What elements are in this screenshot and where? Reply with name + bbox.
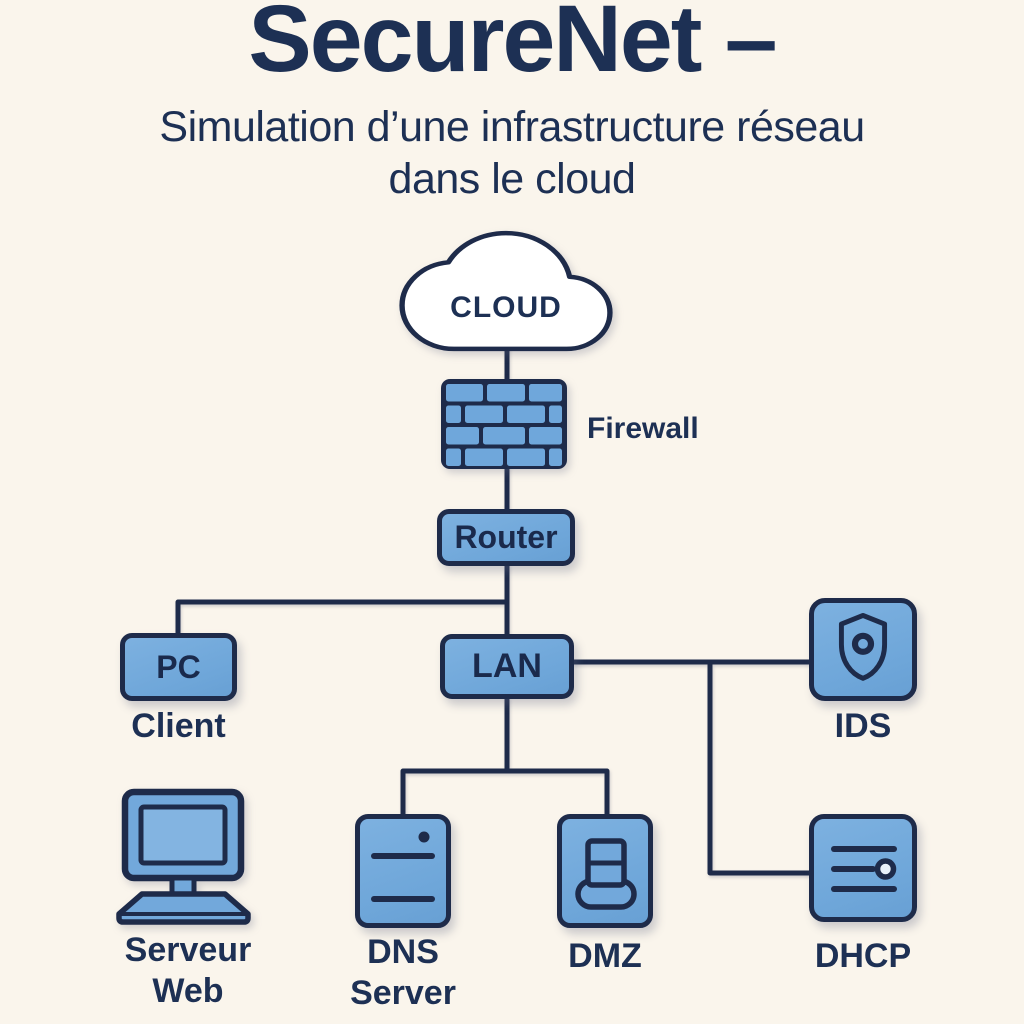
lan-label: LAN [472, 647, 542, 685]
page-subtitle: Simulation d’une infrastructure réseau d… [0, 101, 1024, 205]
web-server-caption-line-1: Serveur [124, 931, 252, 969]
ids-caption: IDS [834, 707, 892, 745]
web-server-monitor-icon [116, 788, 251, 925]
dns-caption-line-2: Server [350, 974, 456, 1012]
dmz-caption: DMZ [568, 937, 642, 975]
firewall-icon [441, 379, 567, 469]
web-server-caption-line-2: Web [152, 972, 224, 1010]
firewall-label: Firewall [587, 412, 699, 445]
dmz-node [557, 814, 653, 928]
cloud-icon [399, 230, 613, 352]
dmz-stack-icon [575, 838, 637, 910]
dns-caption-line-1: DNS [367, 933, 439, 971]
dhcp-node [809, 814, 917, 922]
subtitle-line-2: dans le cloud [388, 155, 636, 203]
edge-lan-dhcp [707, 662, 812, 876]
cloud-label: CLOUD [450, 291, 562, 324]
dhcp-server-icon [831, 846, 897, 892]
server-icon [371, 831, 435, 902]
dns-caption: DNS Server [330, 932, 476, 1014]
client-caption: Client [131, 707, 226, 745]
edge-router-pc [175, 599, 507, 636]
pc-label: PC [156, 648, 201, 685]
router-node: Router [437, 509, 575, 566]
lan-node: LAN [440, 634, 574, 699]
dns-server-node [355, 814, 451, 928]
ids-node [809, 598, 917, 701]
web-server-caption: Serveur Web [110, 930, 266, 1012]
page-title: SecureNet – [248, 0, 777, 92]
edge-lan-dns-dmz [400, 697, 610, 818]
router-label: Router [454, 519, 558, 555]
pc-node: PC [120, 633, 237, 701]
dhcp-caption: DHCP [814, 937, 912, 975]
shield-icon [838, 612, 888, 681]
subtitle-line-1: Simulation d’une infrastructure réseau [159, 103, 865, 151]
